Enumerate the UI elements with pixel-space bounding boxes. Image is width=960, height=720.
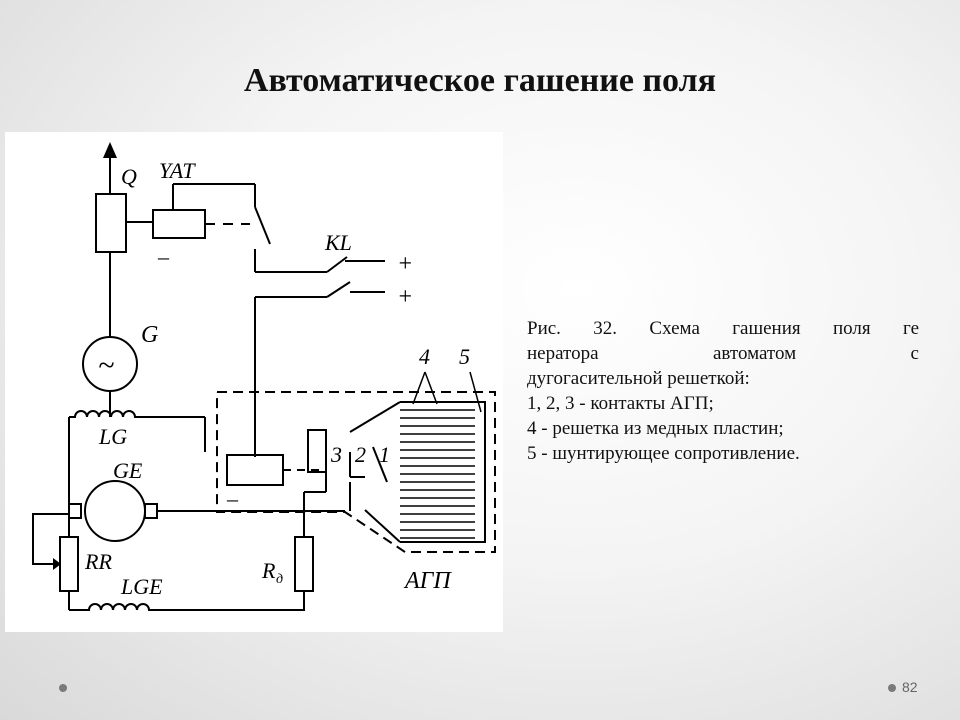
label-lge: LGE <box>120 574 163 599</box>
ge-left-brush <box>68 503 82 519</box>
lge-winding <box>69 603 305 611</box>
copper-plate-grid <box>400 401 475 539</box>
agp-holding-coil <box>226 454 284 486</box>
label-g: G <box>141 322 158 348</box>
contact-3-bar <box>307 429 327 473</box>
page-number: 82 <box>902 679 918 695</box>
caption-line-4: 1, 2, 3 - контакты АГП; <box>527 393 714 414</box>
rd-resistor <box>294 536 314 592</box>
contact-1-line <box>372 446 388 483</box>
right-footer-dot <box>888 684 896 692</box>
label-plus-2: + <box>397 284 413 310</box>
yat-contact <box>254 206 271 245</box>
exciter-ge <box>84 480 146 542</box>
label-5-leader <box>469 371 482 413</box>
shunt-resistor-5 <box>400 401 486 543</box>
rr-rheostat <box>59 536 79 592</box>
generator-sine-icon: ~ <box>98 349 114 382</box>
rr-slider-arrow-icon <box>53 558 61 570</box>
label-ge: GE <box>113 458 143 483</box>
label-rd-subscript: д <box>276 572 283 587</box>
label-4-leader-a <box>412 371 426 405</box>
caption-line-3: дугогасительной решеткой: <box>527 368 750 389</box>
label-contact-3: 3 <box>330 442 342 467</box>
label-yat-minus: – <box>157 244 170 269</box>
agp-enclosure <box>216 391 496 553</box>
label-q: Q <box>121 164 137 189</box>
lg-winding <box>69 410 205 418</box>
label-4-leader-b <box>424 371 438 405</box>
caption-line-6: 5 - шунтирующее сопротивление. <box>527 443 800 464</box>
rr-slider-wire <box>32 513 69 565</box>
ge-right-brush <box>144 503 158 519</box>
left-footer-dot <box>59 684 67 692</box>
label-rr: RR <box>84 549 112 574</box>
q-arrow-icon <box>103 142 117 158</box>
label-lg: LG <box>98 424 127 449</box>
yat-coil <box>152 209 206 239</box>
label-yat: YAT <box>159 158 196 183</box>
caption-line-1: Рис. 32. Схема гашения поля ге <box>527 318 919 339</box>
label-rd: R <box>261 558 276 583</box>
label-shunt-5: 5 <box>459 344 470 369</box>
label-agp: АГП <box>403 568 452 594</box>
label-contact-1: 1 <box>379 442 390 467</box>
label-plus-1: + <box>397 251 413 277</box>
label-kl: KL <box>324 230 352 255</box>
kl-contact-2 <box>326 281 351 298</box>
kl-contact-1 <box>326 256 348 273</box>
field-suppression-diagram: Q YAT – KL + + G ~ LG GE RR LGE R д – 3 … <box>5 132 503 632</box>
label-contact-2: 2 <box>355 442 366 467</box>
figure-caption: Рис. 32. Схема гашения поля ге нератора … <box>527 316 919 466</box>
q-relay-box <box>95 193 127 253</box>
label-grid-4: 4 <box>419 344 430 369</box>
caption-line-2: нератора автоматом с <box>527 343 919 364</box>
grid-upper-funnel <box>349 401 401 433</box>
slide-title: Автоматическое гашение поля <box>243 62 717 99</box>
grid-lower-funnel <box>364 509 401 543</box>
caption-line-5: 4 - решетка из медных пластин; <box>527 418 784 439</box>
label-coil-minus: – <box>226 486 239 511</box>
circuit-schematic: Q YAT – KL + + G ~ LG GE RR LGE R д – 3 … <box>32 142 496 611</box>
